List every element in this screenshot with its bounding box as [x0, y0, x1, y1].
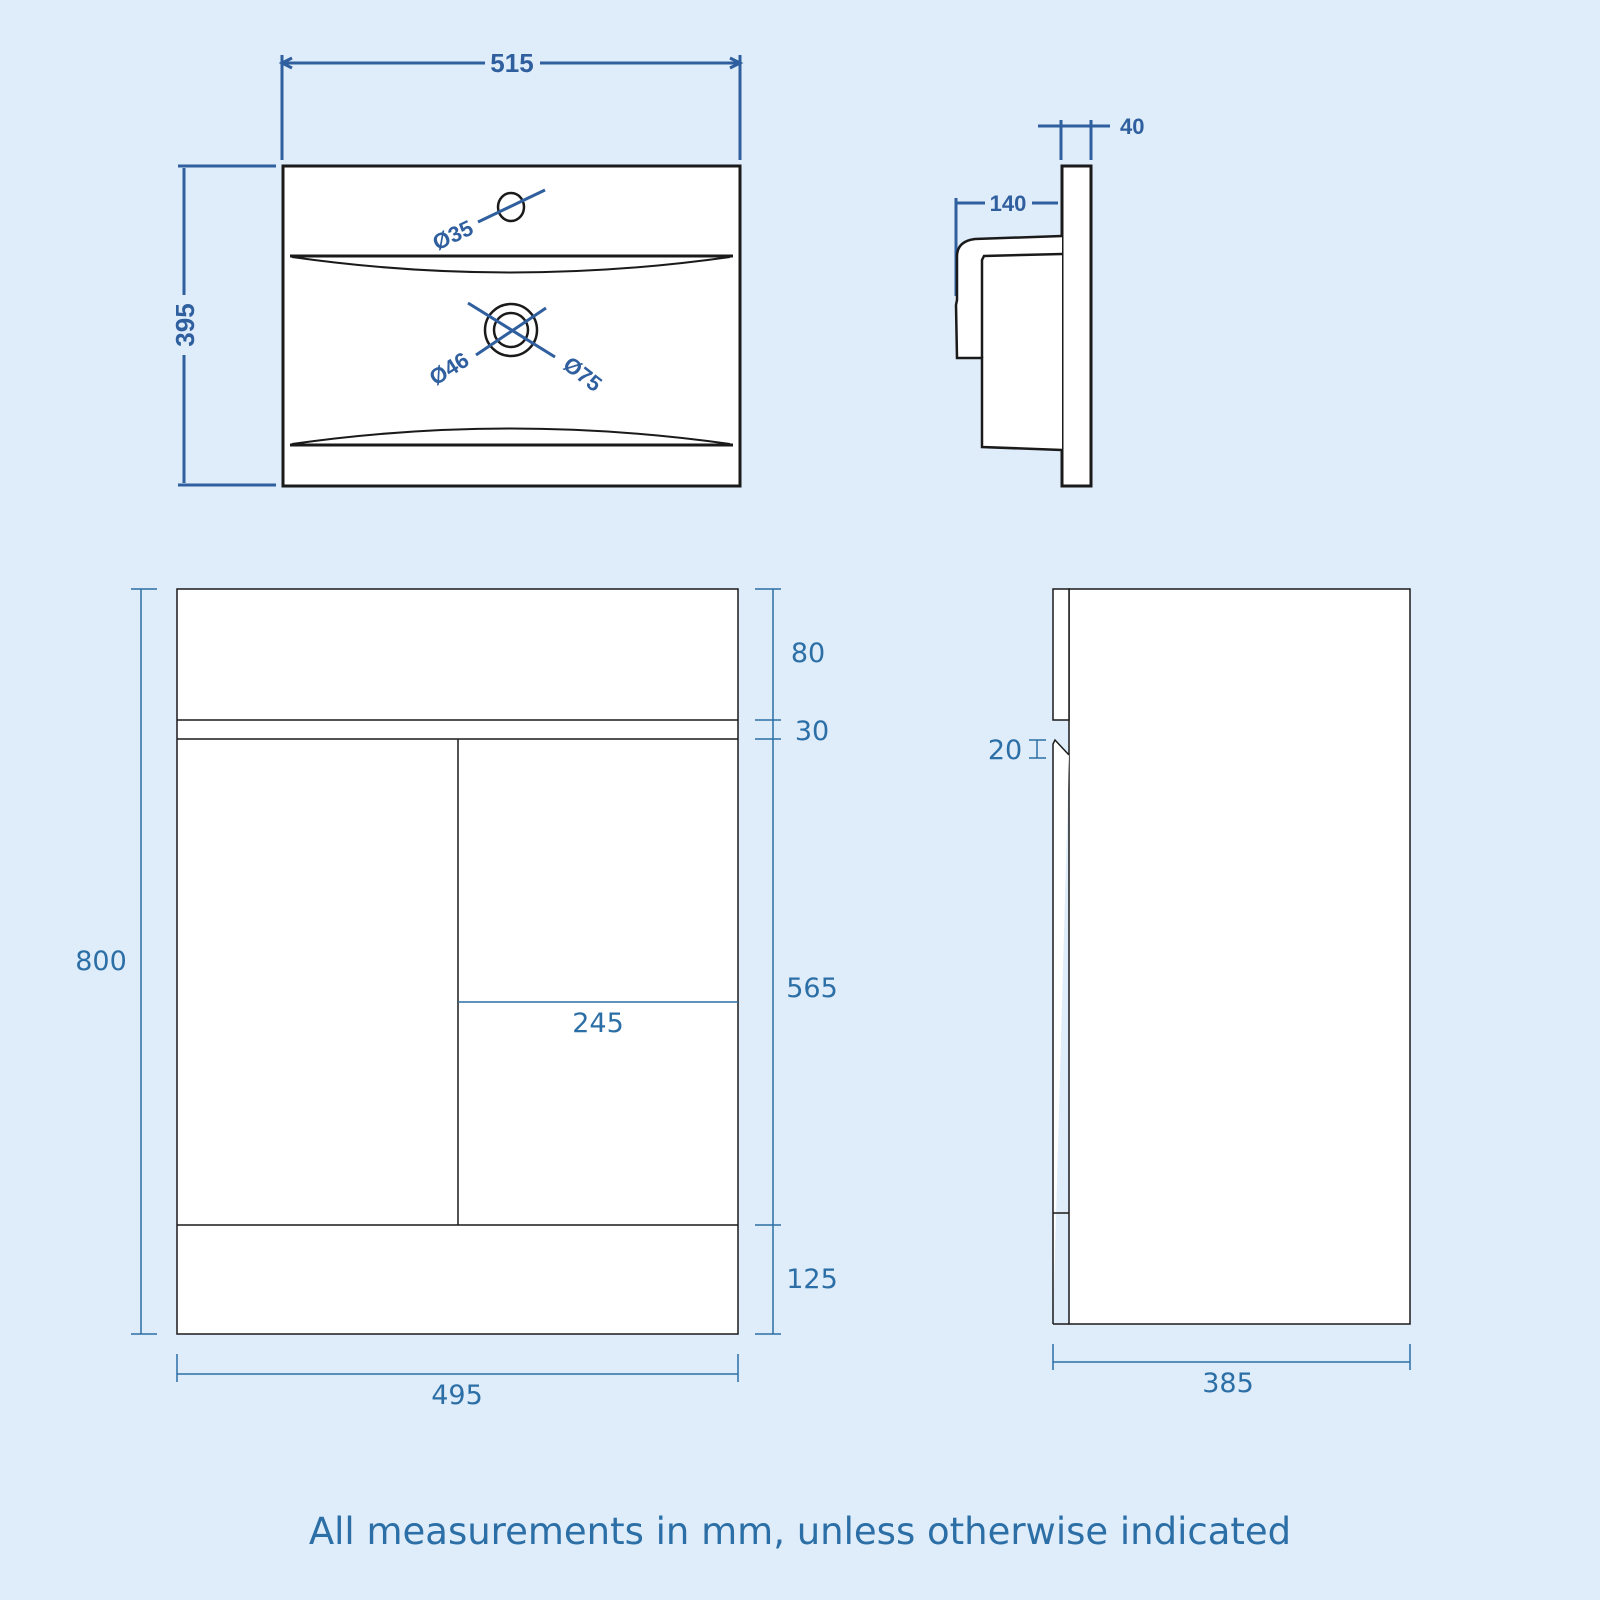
side-door-strip [1052, 738, 1070, 1324]
handle-gap-label: 20 [988, 735, 1022, 766]
cabinet-height-label: 800 [75, 946, 127, 977]
basin-bowl-inner-profile [980, 252, 1063, 358]
door-section-label: 565 [786, 973, 838, 1004]
basin-depth-label: 395 [170, 303, 200, 346]
cabinet-depth-label: 385 [1202, 1368, 1254, 1399]
cabinet-section-dimensions [755, 588, 781, 1335]
cabinet-depth-dimension [1052, 1344, 1411, 1370]
door-width-label: 245 [572, 1008, 624, 1039]
basin-width-label: 515 [490, 48, 533, 78]
waste-outer-ring-icon [483, 302, 539, 358]
side-top-panel-strip [1052, 588, 1070, 721]
cabinet-width-dimension [176, 1354, 739, 1382]
basin-thickness-dimension [1038, 120, 1110, 160]
basin-depth-dimension [178, 164, 276, 487]
basin-side-view: 40 140 [954, 114, 1144, 488]
basin-bowl-lower-edge [290, 427, 733, 447]
handle-gap-dimension [1029, 739, 1046, 759]
cabinet-width-label: 495 [431, 1380, 483, 1411]
cabinet-front-view: 800 245 80 30 565 125 495 [75, 588, 838, 1411]
top-panel-label: 80 [791, 638, 825, 669]
plinth-label: 125 [786, 1264, 838, 1295]
basin-projection-label: 140 [990, 191, 1027, 216]
cabinet-side-body [1068, 588, 1411, 1325]
basin-back-plate [1060, 164, 1093, 488]
basin-bowl-profile [954, 234, 1063, 452]
tap-hole-icon [496, 191, 526, 223]
waste-inner-leader [475, 306, 547, 357]
basin-outline [281, 164, 742, 488]
basin-thickness-label: 40 [1120, 114, 1144, 139]
measurement-note: All measurements in mm, unless otherwise… [308, 1510, 1292, 1553]
tap-hole-leader [477, 188, 546, 224]
waste-inner-ring-icon [492, 311, 530, 349]
rail-label: 30 [795, 716, 829, 747]
cabinet-side-view: 20 385 [988, 588, 1411, 1399]
basin-width-dimension [278, 55, 744, 160]
cabinet-height-dimension [131, 588, 157, 1335]
basin-bowl-upper-edge [290, 254, 733, 274]
basin-top-view: 515 395 Ø35 Ø46 Ø75 [170, 48, 744, 488]
